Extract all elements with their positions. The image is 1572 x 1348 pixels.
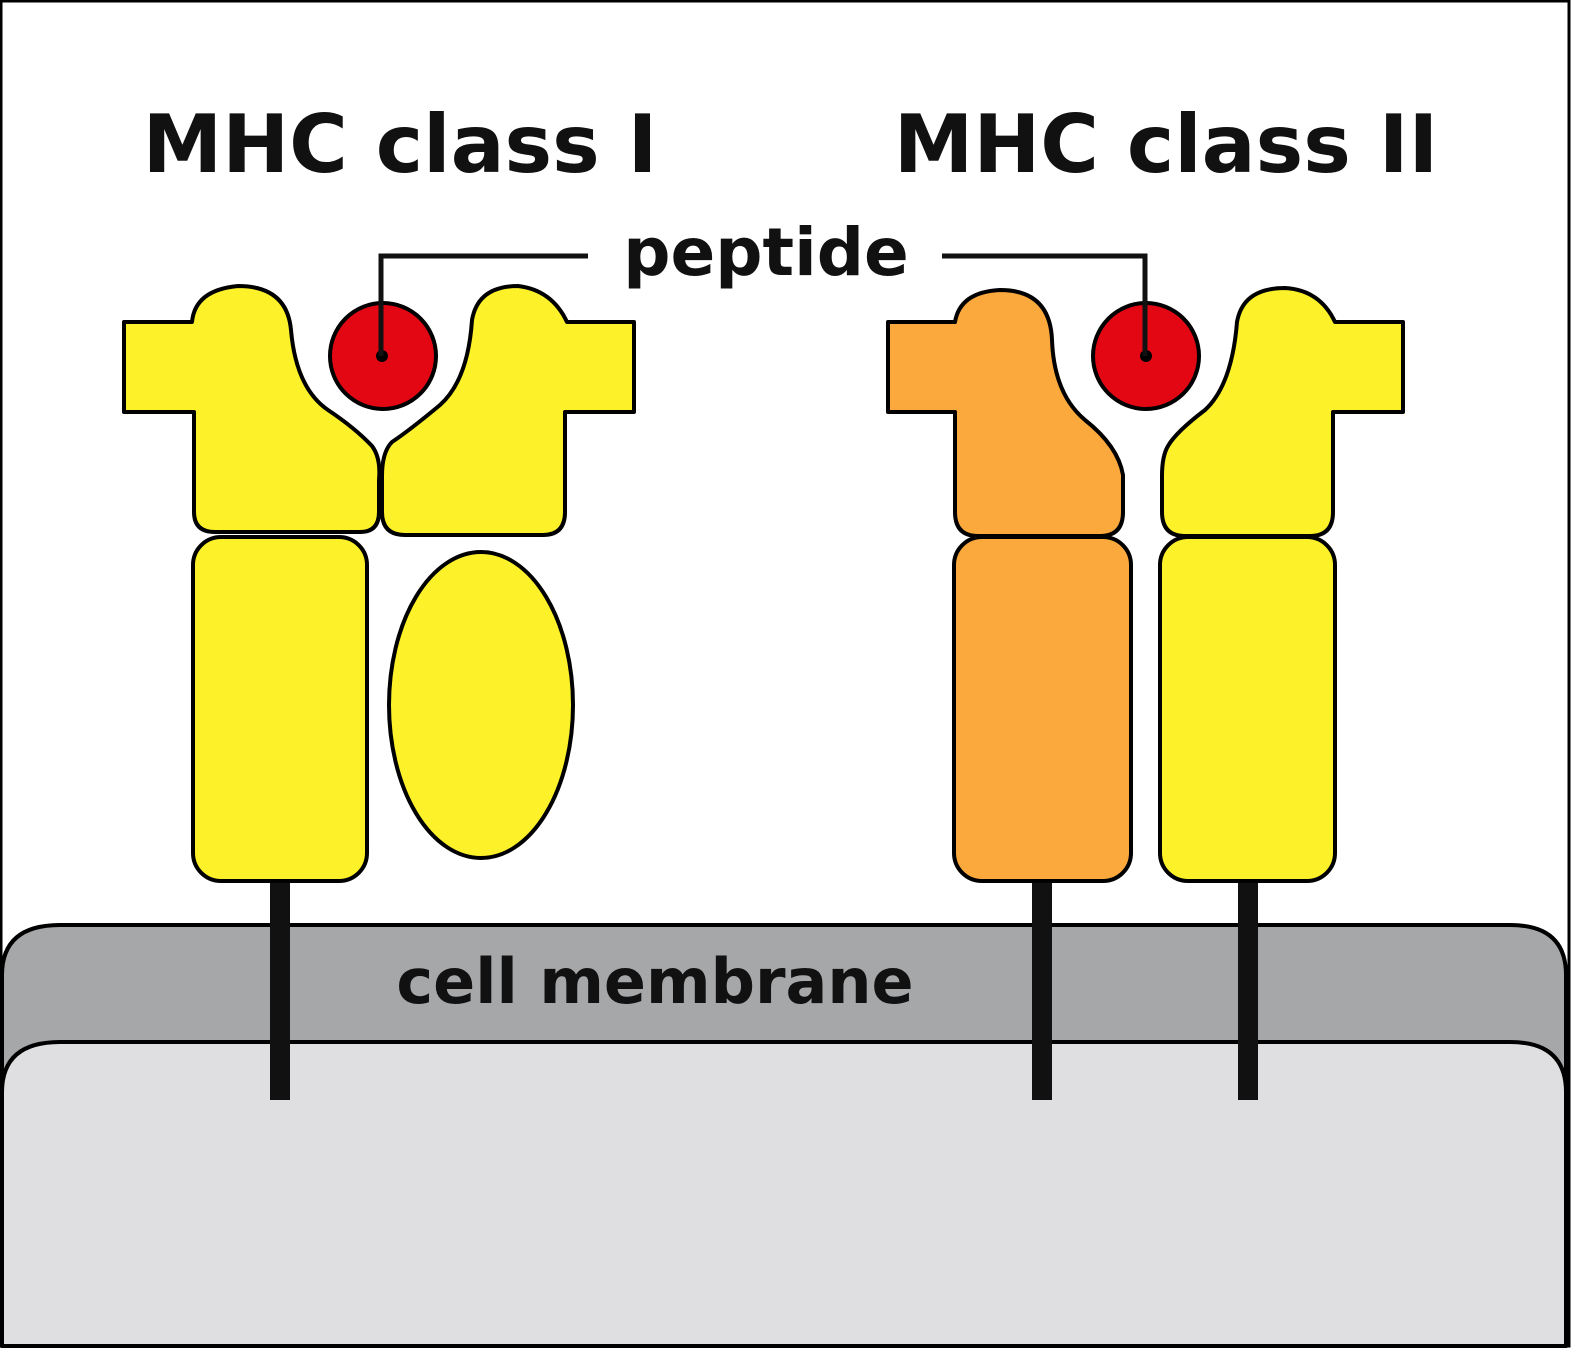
class-two-alpha-transmembrane-anchor [1032, 876, 1052, 1100]
class-one-alpha3-domain [191, 535, 369, 883]
class-two-alpha1-domain [886, 288, 1125, 538]
class-one-beta2-microglobulin [387, 550, 575, 860]
class-one-title: MHC class I [143, 98, 658, 191]
class-one-alpha2-domain [380, 284, 636, 537]
cytoplasm [0, 1040, 1568, 1348]
class-two-beta-transmembrane-anchor [1238, 876, 1258, 1100]
class-two-beta1-domain [1160, 286, 1405, 538]
peptide-leader-line-left [378, 253, 588, 356]
cell-membrane-label: cell membrane [396, 945, 913, 1018]
class-two-title: MHC class II [894, 98, 1439, 191]
class-one-transmembrane-anchor [270, 876, 290, 1100]
class-two-alpha2-domain [952, 535, 1133, 883]
class-two-beta2-domain [1158, 535, 1337, 883]
peptide-leader-line-right [942, 253, 1148, 356]
peptide-label: peptide [623, 214, 908, 291]
class-one-alpha1-domain [122, 284, 382, 534]
